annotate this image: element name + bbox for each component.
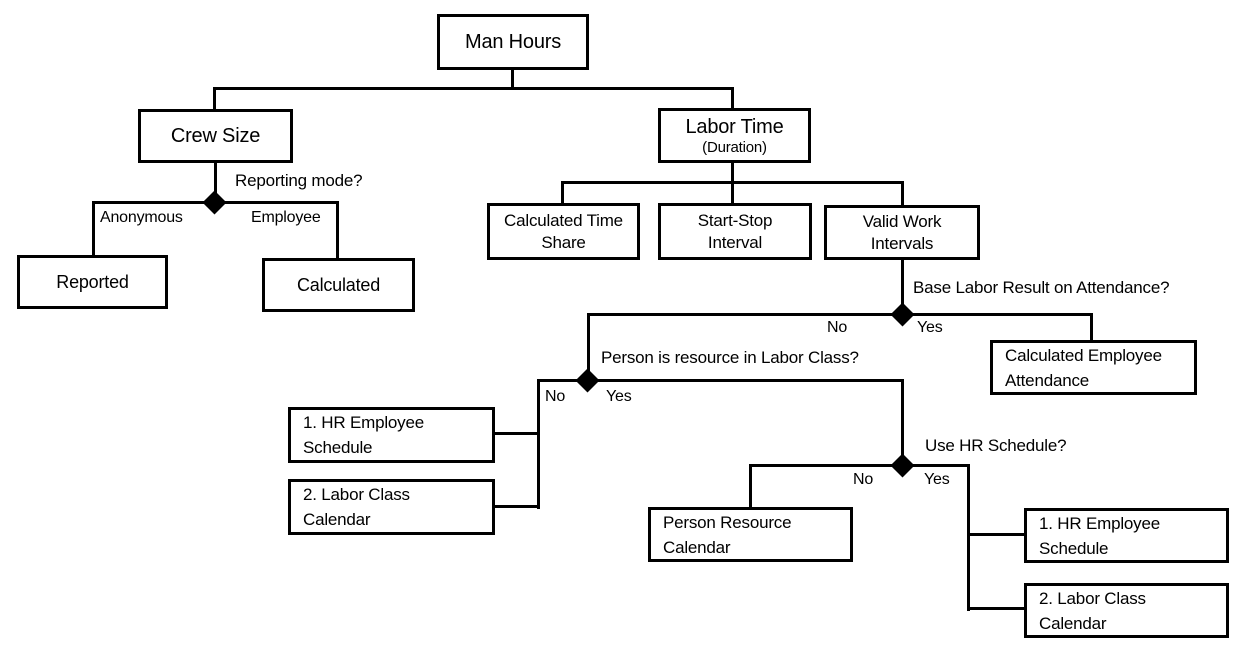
edge-attendance-no-down — [587, 313, 590, 381]
node-label: Start-Stop — [697, 210, 773, 230]
node-label: 2. Labor Class — [303, 485, 410, 504]
node-label: Person Resource — [663, 512, 792, 532]
node-sublabel: (Duration) — [702, 138, 767, 156]
node-hr-employee-schedule-left: 1. HR Employee Schedule — [288, 407, 495, 463]
edge-to-calculated — [336, 201, 339, 259]
branch-label-base-labor-yes: Yes — [917, 319, 943, 336]
node-label: Calculated Time — [504, 210, 623, 230]
question-person-resource: Person is resource in Labor Class? — [601, 348, 859, 367]
edge-stub-hr-schedule-right — [967, 533, 1025, 536]
node-labor-time: Labor Time (Duration) — [658, 108, 811, 163]
branch-label-employee: Employee — [251, 209, 321, 226]
decision-diamond-use-hr-schedule — [890, 453, 915, 478]
edge-hr-schedule-split — [749, 464, 970, 467]
edge-hr-yes-down — [967, 464, 970, 611]
edge-attendance-yes-down — [1090, 313, 1093, 341]
node-crew-size: Crew Size — [138, 109, 293, 163]
node-label: Calendar — [303, 510, 371, 529]
node-label: Schedule — [1039, 538, 1109, 558]
node-label: 1. HR Employee — [303, 413, 424, 432]
edge-resource-split — [537, 379, 904, 382]
edge-crew-to-decision — [214, 162, 217, 203]
node-reported: Reported — [17, 255, 168, 309]
node-label: Schedule — [303, 438, 373, 457]
edge-manhours-down — [511, 68, 514, 90]
node-label: Calculated — [296, 275, 381, 295]
node-label: 1. HR Employee — [1039, 513, 1160, 533]
edge-to-calc-time-share — [561, 181, 564, 204]
branch-label-use-hr-yes: Yes — [924, 471, 950, 488]
branch-label-anonymous: Anonymous — [100, 209, 183, 226]
node-label: Share — [541, 232, 586, 252]
edge-to-start-stop — [731, 181, 734, 204]
question-use-hr-schedule: Use HR Schedule? — [925, 436, 1067, 455]
edge-resource-no-down — [537, 379, 540, 509]
node-label: Man Hours — [464, 31, 561, 53]
node-label: Calendar — [1039, 613, 1107, 633]
branch-label-resource-no: No — [545, 388, 566, 405]
node-label: Calendar — [663, 537, 731, 557]
node-label: Labor Time — [685, 115, 784, 138]
node-label: Crew Size — [170, 125, 261, 147]
branch-label-resource-yes: Yes — [606, 388, 632, 405]
node-person-resource-calendar: Person Resource Calendar — [648, 507, 853, 562]
node-valid-work-intervals: Valid Work Intervals — [824, 205, 980, 260]
branch-label-base-labor-no: No — [827, 319, 848, 336]
edge-resource-yes-down — [901, 379, 904, 467]
edge-attendance-split — [587, 313, 1093, 316]
node-label: Calculated Employee — [1005, 345, 1162, 365]
edge-stub-hr-schedule-left — [494, 432, 540, 435]
decision-diamond-person-resource — [575, 368, 600, 393]
edge-to-labor-time — [731, 87, 734, 109]
node-label: Valid Work — [862, 211, 942, 231]
edge-to-reported — [92, 201, 95, 256]
decision-diamond-base-labor — [890, 302, 915, 327]
edge-labortime-down — [731, 161, 734, 183]
edge-validwork-to-decision — [901, 259, 904, 316]
node-calculated: Calculated — [262, 258, 415, 312]
node-label: Intervals — [870, 233, 934, 253]
edge-root-split — [213, 87, 734, 90]
question-base-labor: Base Labor Result on Attendance? — [913, 278, 1170, 297]
node-hr-employee-schedule-right: 1. HR Employee Schedule — [1024, 508, 1229, 563]
question-reporting-mode: Reporting mode? — [235, 171, 363, 190]
edge-to-crew-size — [213, 87, 216, 110]
node-start-stop-interval: Start-Stop Interval — [658, 203, 812, 260]
edge-stub-labor-cal-right — [967, 607, 1025, 610]
node-label: Reported — [56, 272, 129, 292]
node-label: Attendance — [1005, 370, 1090, 390]
node-labor-class-calendar-left: 2. Labor Class Calendar — [288, 479, 495, 535]
branch-label-use-hr-no: No — [853, 471, 874, 488]
node-man-hours: Man Hours — [437, 14, 589, 70]
node-label: Interval — [707, 232, 763, 252]
node-calculated-time-share: Calculated Time Share — [487, 203, 640, 260]
node-label: 2. Labor Class — [1039, 588, 1146, 608]
node-calculated-employee-attendance: Calculated Employee Attendance — [990, 340, 1197, 395]
node-labor-class-calendar-right: 2. Labor Class Calendar — [1024, 583, 1229, 638]
edge-hr-no-down — [749, 464, 752, 507]
edge-stub-labor-cal-left — [494, 505, 540, 508]
edge-to-valid-work — [901, 181, 904, 206]
decision-diamond-reporting-mode — [202, 190, 227, 215]
